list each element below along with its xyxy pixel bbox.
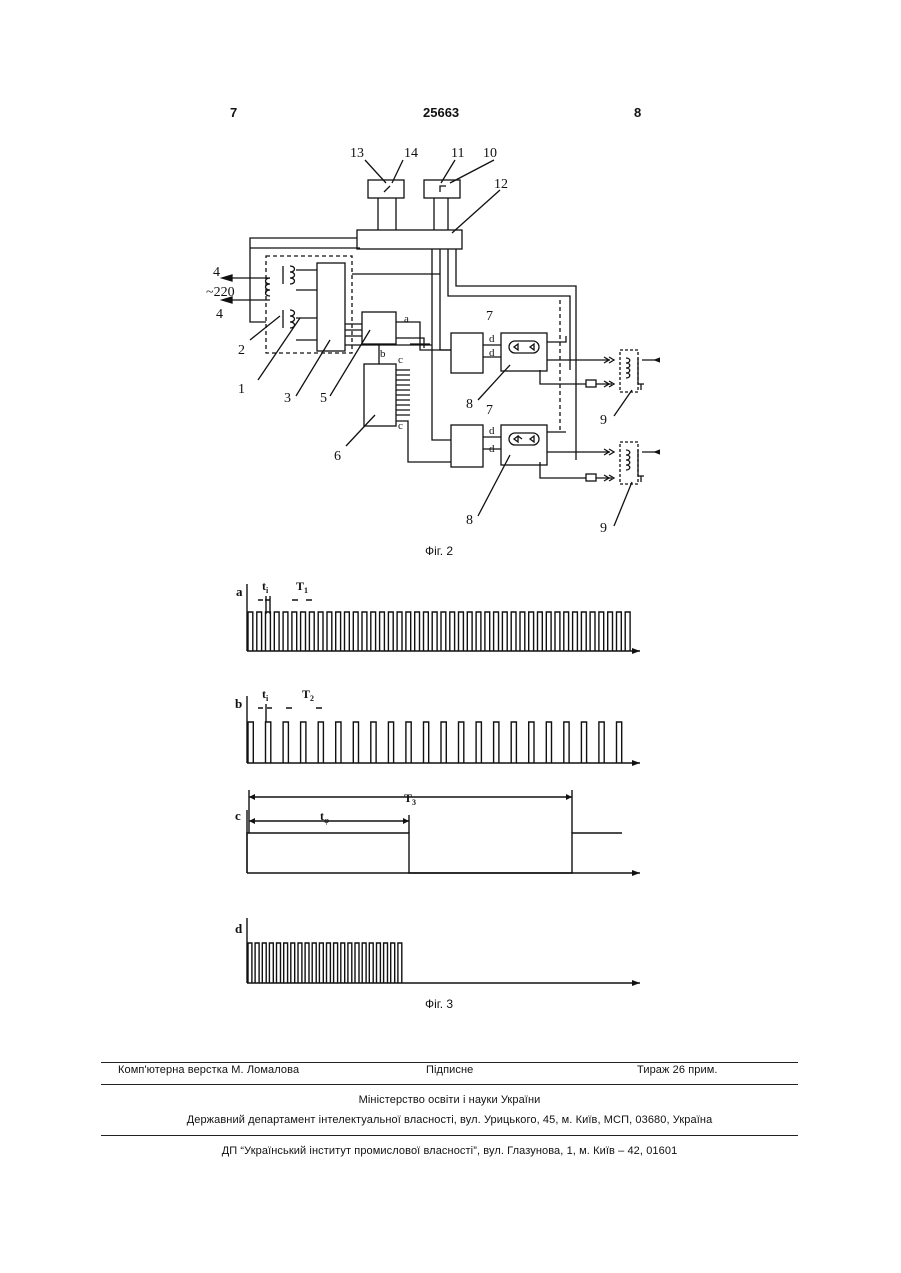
output-transformer-9-upper (620, 350, 638, 392)
figure-3-caption: Фіг. 3 (425, 997, 453, 1011)
signal-d-1: d (489, 333, 495, 345)
label-mains: ~220 (206, 285, 235, 300)
page-number-right: 8 (634, 105, 641, 120)
label-12: 12 (494, 177, 508, 192)
block-3 (317, 263, 345, 351)
label-13: 13 (350, 146, 364, 161)
block-12 (357, 230, 462, 249)
footer-department: Державний департамент інтелектуальної вл… (101, 1114, 798, 1126)
label-2: 2 (238, 343, 245, 358)
label-9-upper: 9 (600, 413, 607, 428)
signal-c-lower: c (398, 420, 403, 432)
footer-institute: ДП “Український інститут промислової вла… (101, 1145, 798, 1157)
footer-layout-credit: Комп'ютерна верстка М. Ломалова (118, 1064, 299, 1076)
footer-rule-bottom (101, 1135, 798, 1136)
signal-b: b (380, 348, 386, 360)
sensor-box-10-11 (424, 180, 460, 198)
label-4-top: 4 (213, 265, 220, 280)
footer-signed: Підписне (426, 1064, 473, 1076)
row-b-pulse-width-label: ti (262, 687, 269, 703)
row-a-pulse-train (248, 612, 630, 651)
label-5: 5 (320, 391, 327, 406)
signal-d-2: d (489, 347, 495, 359)
row-b-markers (258, 704, 322, 722)
output-transformer-9-lower (620, 442, 638, 484)
footer-ministry: Міністерство освіти і науки України (101, 1094, 798, 1106)
footer-circulation: Тираж 26 прим. (637, 1064, 718, 1076)
label-11: 11 (451, 146, 464, 161)
label-6: 6 (334, 449, 341, 464)
block-5 (362, 312, 396, 344)
label-8-upper-visible: 8 (466, 397, 473, 412)
row-c-axis-arrow (632, 870, 640, 876)
row-d-axis-arrow (632, 980, 640, 986)
row-c-square-wave (247, 833, 622, 873)
signal-a: a (404, 313, 409, 325)
figure-2-caption: Фіг. 2 (425, 544, 453, 558)
row-b-axis-arrow (632, 760, 640, 766)
page-number-left: 7 (230, 105, 237, 120)
label-3: 3 (284, 391, 291, 406)
figure-3-timing-diagram: a b c d ti T1 ti T2 tφ T3 (230, 570, 660, 990)
footer-rule-middle (101, 1084, 798, 1085)
label-4-bottom: 4 (216, 307, 223, 322)
signal-d-3: d (489, 425, 495, 437)
resistor-lower (586, 474, 596, 481)
row-b-pulse-train (248, 722, 622, 763)
row-c-on-time-label: tφ (320, 809, 329, 825)
label-9-lower: 9 (600, 521, 607, 536)
label-7-upper: 7 (486, 309, 493, 324)
row-a-period-label: T1 (296, 579, 308, 595)
label-7-lower: 7 (486, 403, 493, 418)
row-a-axis-arrow (632, 648, 640, 654)
label-10: 10 (483, 146, 497, 161)
row-d-pulse-train (248, 943, 402, 983)
primary-coil (266, 278, 271, 296)
figure-2-schematic: 13 14 11 10 12 4 ~220 4 2 1 3 5 6 7 7 8 … (200, 140, 660, 540)
signal-c-upper: c (398, 354, 403, 366)
block-6 (364, 364, 396, 426)
block-7-upper (451, 333, 483, 373)
row-label-a: a (236, 584, 243, 599)
label-1: 1 (238, 382, 245, 397)
row-label-d: d (235, 921, 243, 936)
label-14: 14 (404, 146, 418, 161)
resistor-upper (586, 380, 596, 387)
footer-rule-top (101, 1062, 798, 1063)
label-8-lower: 8 (466, 513, 473, 528)
signal-d-4: d (489, 443, 495, 455)
row-label-c: c (235, 808, 241, 823)
patent-number: 25663 (423, 105, 459, 120)
block-7-lower (451, 425, 483, 467)
row-label-b: b (235, 696, 242, 711)
row-a-pulse-width-label: ti (262, 579, 269, 595)
row-b-period-label: T2 (302, 687, 314, 703)
block-8-upper (501, 333, 547, 371)
row-c-period-label: T3 (404, 791, 416, 807)
